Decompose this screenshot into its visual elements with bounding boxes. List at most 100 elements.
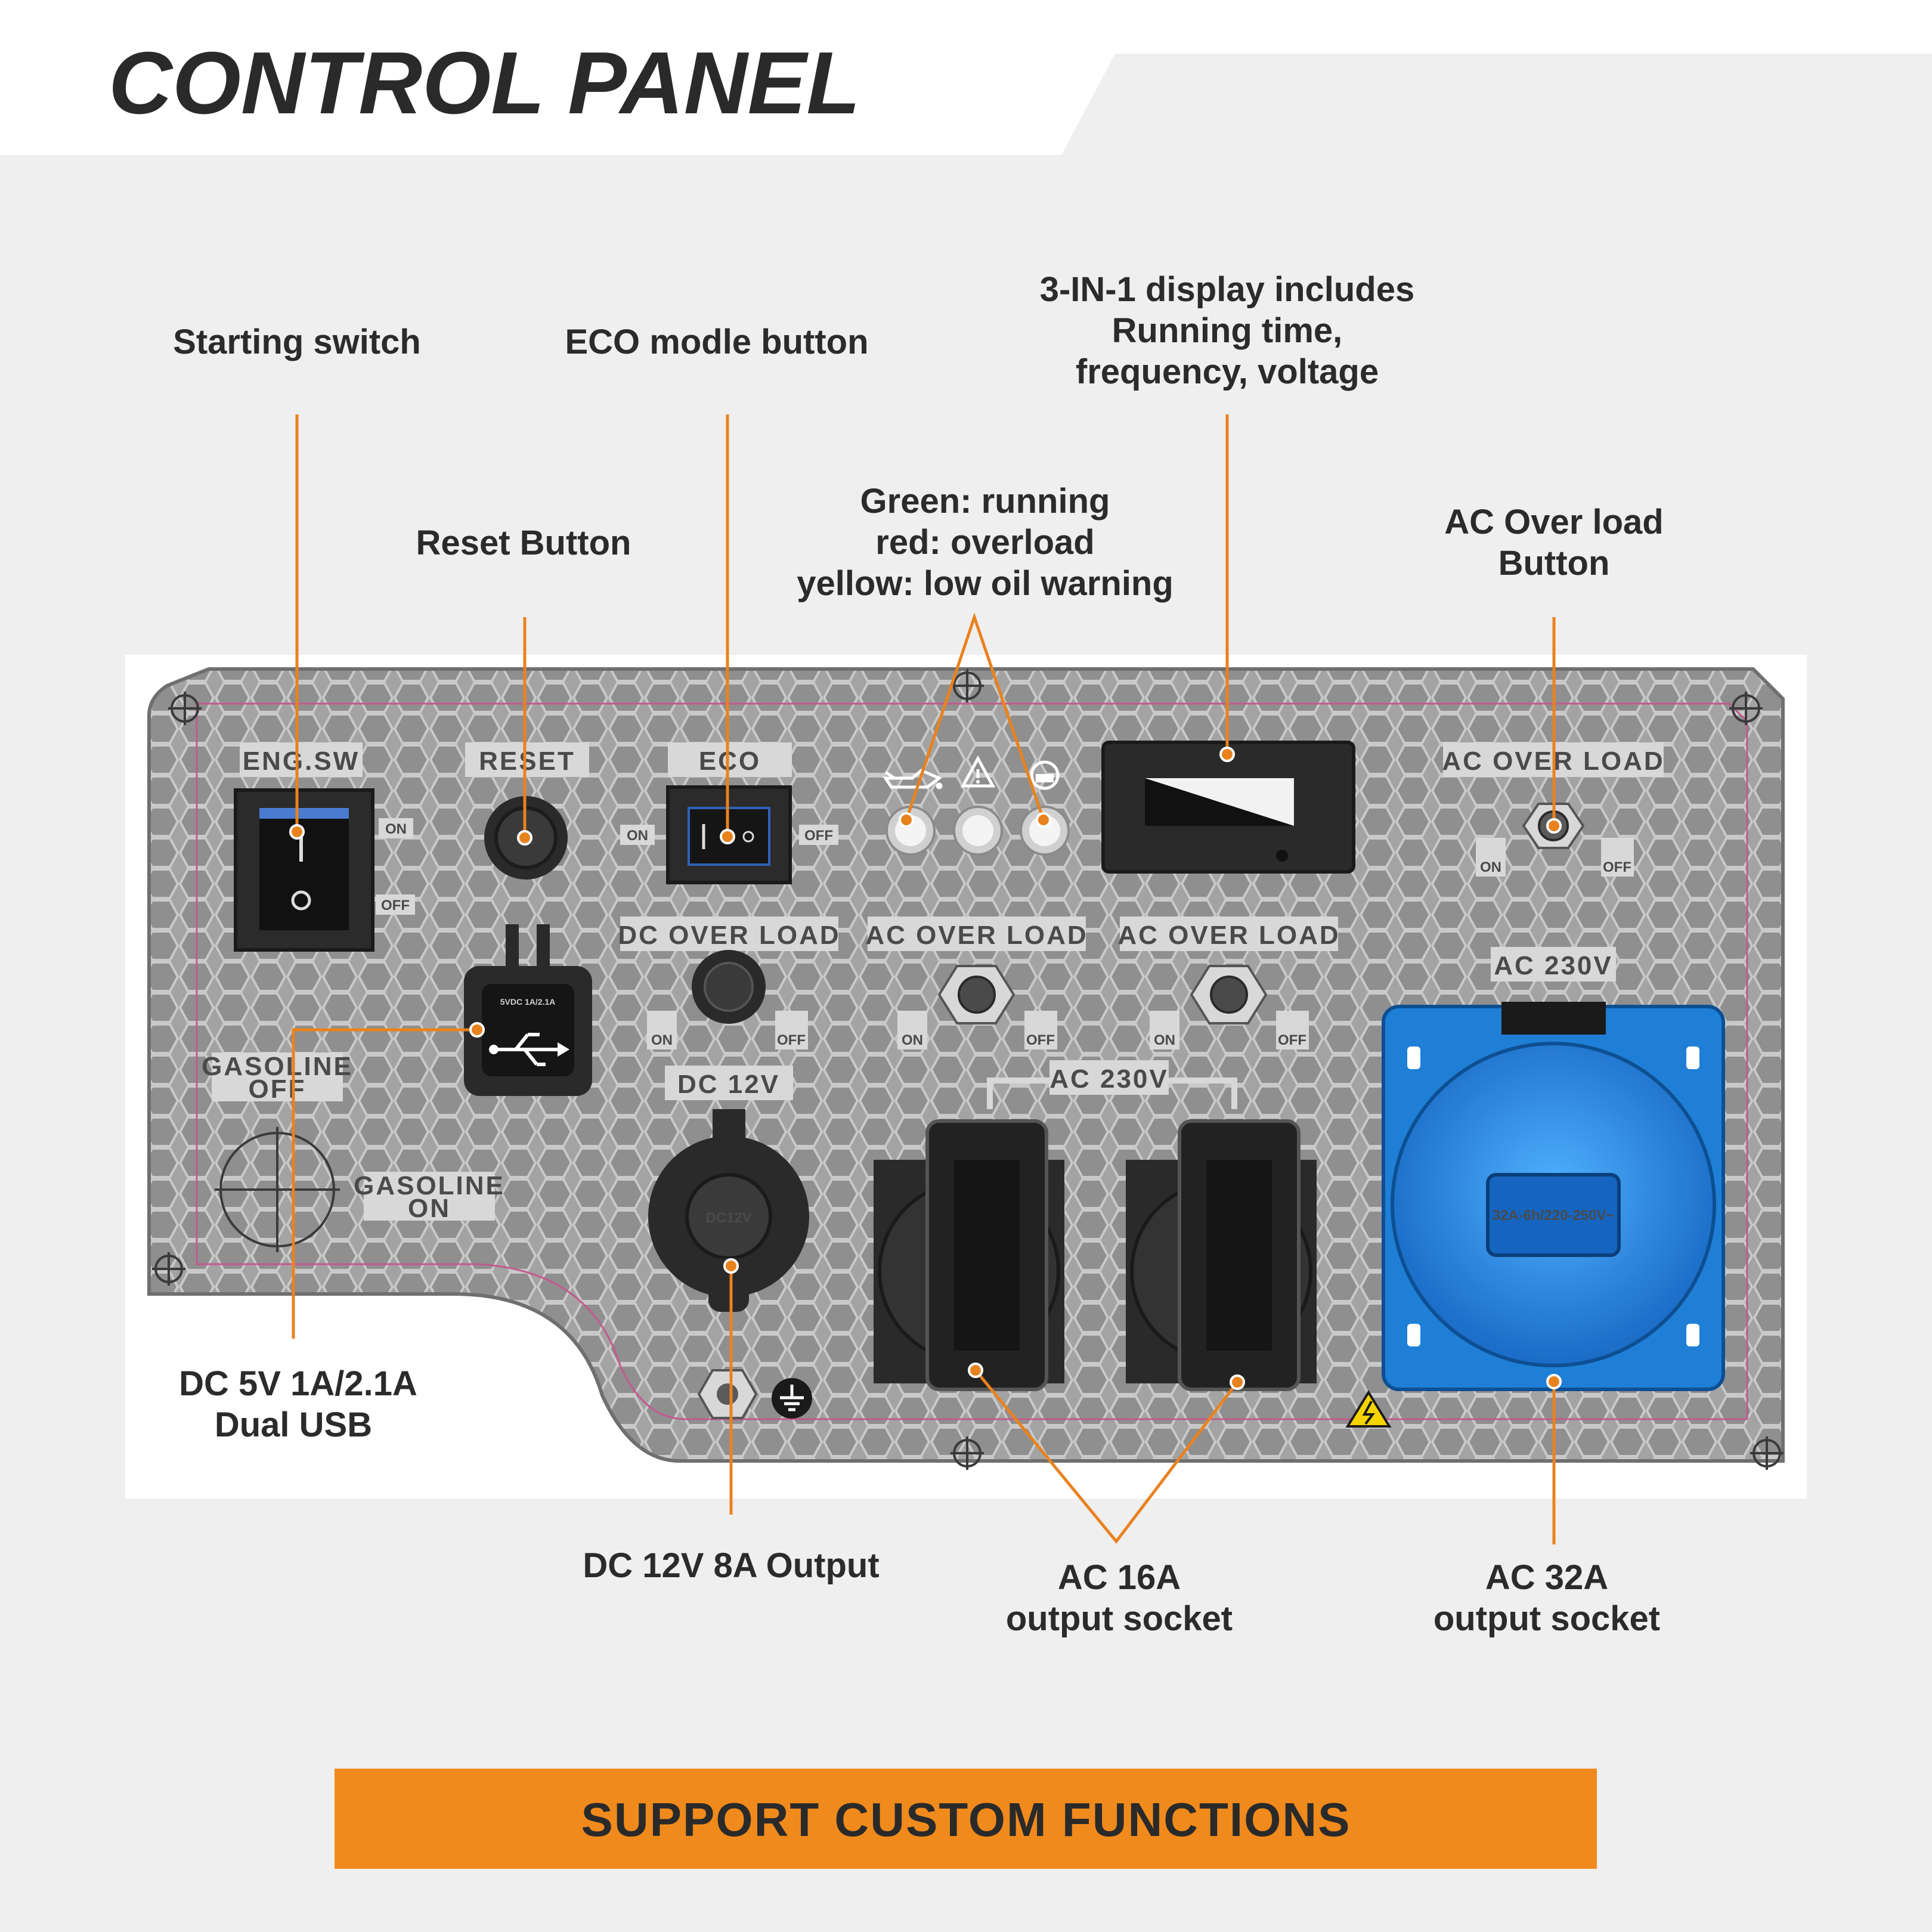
svg-text:red: overload: red: overload [875, 523, 1094, 562]
svg-text:OFF: OFF [1603, 859, 1631, 875]
ac-230v-bracket-right [1169, 1078, 1237, 1109]
svg-text:ON: ON [408, 1194, 451, 1223]
label-dc-12v: DC 12V [665, 1066, 793, 1100]
svg-text:SUPPORT CUSTOM FUNCTIONS: SUPPORT CUSTOM FUNCTIONS [581, 1793, 1351, 1846]
mounting-marks [152, 669, 1784, 1470]
usb-icon [489, 1033, 569, 1066]
svg-text:Button: Button [1498, 544, 1610, 583]
callout-reset-button: Reset Button [416, 524, 631, 562]
three-in-one-display [1101, 741, 1355, 874]
callout-dc12-output: DC 12V 8A Output [583, 1546, 879, 1585]
callout-starting-switch: Starting switch [173, 323, 421, 361]
dc-12v-outlet[interactable]: DC12V [648, 1109, 809, 1312]
svg-text:ON: ON [651, 1032, 673, 1048]
svg-text:ON: ON [1480, 859, 1501, 875]
svg-text:ECO: ECO [699, 747, 761, 776]
svg-text:ENG.SW: ENG.SW [243, 747, 360, 776]
ac-overload-top-tags: ON OFF [1476, 838, 1634, 877]
leader-lines [292, 414, 1556, 1544]
callout-eco-button: ECO modle button [565, 323, 868, 361]
svg-text:ON: ON [627, 828, 648, 844]
ac-230v-bracket-left [987, 1078, 1049, 1109]
label-ac-over-load-2: AC OVER LOAD [1117, 917, 1340, 951]
label-ac-230v-mid: AC 230V [1049, 1060, 1169, 1095]
svg-text:AC 230V: AC 230V [1049, 1064, 1169, 1094]
label-eng-sw: ENG.SW [240, 742, 363, 777]
svg-text:yellow: low oil warning: yellow: low oil warning [797, 564, 1174, 603]
svg-text:output socket: output socket [1433, 1599, 1660, 1638]
svg-text:Running time,: Running time, [1112, 311, 1343, 350]
svg-text:DC OVER LOAD: DC OVER LOAD [618, 921, 840, 950]
ac-32a-socket[interactable]: 32A-6h/220-250V~ [1382, 1002, 1725, 1391]
svg-text:DC 12V: DC 12V [677, 1070, 780, 1099]
svg-text:AC Over load: AC Over load [1444, 503, 1663, 541]
ac-16a-socket-2[interactable] [1126, 1119, 1317, 1391]
warning-triangle-icon [960, 755, 996, 788]
svg-text:AC OVER LOAD: AC OVER LOAD [865, 921, 1088, 950]
svg-text:OFF: OFF [804, 828, 833, 844]
svg-text:AC OVER LOAD: AC OVER LOAD [1117, 921, 1340, 950]
dc-overload-tags: ON OFF [647, 1011, 808, 1049]
svg-text:output socket: output socket [1006, 1599, 1233, 1638]
svg-text:Green: running: Green: running [860, 482, 1110, 521]
header-band [0, 0, 1932, 155]
starting-switch[interactable] [234, 788, 374, 952]
callout-display: 3-IN-1 display includes Running time, fr… [1040, 270, 1415, 391]
label-ac-230v-right: AC 230V [1491, 947, 1616, 982]
svg-text:5VDC 1A/2.1A: 5VDC 1A/2.1A [500, 997, 556, 1007]
usb-port[interactable]: 5VDC 1A/2.1A [464, 924, 592, 1096]
callout-ac16-socket: AC 16A output socket [1006, 1558, 1233, 1638]
indicator-leds [886, 806, 1070, 856]
ac-overload-breaker-2[interactable] [1190, 965, 1268, 1024]
svg-text:ON: ON [385, 821, 407, 837]
svg-text:AC 16A: AC 16A [1058, 1558, 1181, 1597]
eco-on-off-tags: ON OFF [620, 825, 838, 845]
label-eco: ECO [668, 742, 792, 777]
svg-text:32A-6h/220-250V~: 32A-6h/220-250V~ [1493, 1208, 1615, 1224]
svg-text:Dual USB: Dual USB [215, 1405, 372, 1444]
label-gasoline-off: GASOLINE OFF [202, 1052, 353, 1104]
ac-overload-1-tags: ON OFF [897, 1011, 1057, 1049]
svg-text:AC 32A: AC 32A [1485, 1558, 1608, 1597]
svg-text:DC 5V 1A/2.1A: DC 5V 1A/2.1A [179, 1364, 417, 1403]
callout-ac32-socket: AC 32A output socket [1433, 1558, 1660, 1638]
svg-text:OFF: OFF [249, 1075, 306, 1104]
panel-inner-outline [196, 702, 1748, 1420]
callout-usb: DC 5V 1A/2.1A Dual USB [179, 1364, 417, 1444]
label-ac-over-load-1: AC OVER LOAD [865, 917, 1088, 951]
svg-text:OFF: OFF [1278, 1032, 1306, 1048]
control-panel-body [147, 667, 1785, 1463]
svg-text:ON: ON [902, 1032, 923, 1048]
svg-text:OFF: OFF [381, 897, 410, 914]
high-voltage-icon [1345, 1390, 1392, 1428]
svg-text:3-IN-1 display includes: 3-IN-1 display includes [1040, 270, 1415, 309]
ac-overload-breaker-1[interactable] [937, 965, 1015, 1024]
dc-overload-breaker[interactable] [692, 950, 766, 1024]
svg-text:RESET: RESET [479, 747, 575, 776]
ground-terminal[interactable] [697, 1369, 758, 1419]
fuel-valve[interactable] [215, 1127, 340, 1252]
custom-functions-banner: SUPPORT CUSTOM FUNCTIONS [335, 1769, 1597, 1869]
oil-can-icon [883, 769, 943, 789]
svg-text:GASOLINE: GASOLINE [202, 1052, 353, 1081]
label-reset: RESET [465, 742, 589, 777]
ground-icon [772, 1378, 812, 1419]
callout-leds: Green: running red: overload yellow: low… [797, 482, 1174, 603]
svg-text:frequency, voltage: frequency, voltage [1076, 352, 1379, 391]
overload-icon [1030, 760, 1060, 790]
ac-overload-2-tags: ON OFF [1150, 1011, 1309, 1049]
leader-dots [289, 747, 1562, 1390]
ac-16a-socket-1[interactable] [874, 1119, 1064, 1391]
svg-text:DC12V: DC12V [705, 1210, 751, 1226]
svg-text:AC 230V: AC 230V [1494, 951, 1613, 980]
eng-sw-on-off-tags: ON OFF [376, 818, 415, 915]
svg-text:ON: ON [1154, 1032, 1175, 1048]
svg-text:OFF: OFF [777, 1032, 806, 1048]
svg-text:GASOLINE: GASOLINE [354, 1171, 505, 1200]
label-dc-over-load: DC OVER LOAD [618, 917, 840, 951]
page-title: CONTROL PANEL [109, 34, 860, 132]
label-gasoline-on: GASOLINE ON [354, 1171, 505, 1223]
svg-text:OFF: OFF [1026, 1032, 1055, 1048]
callout-ac-overload-button: AC Over load Button [1444, 503, 1663, 583]
